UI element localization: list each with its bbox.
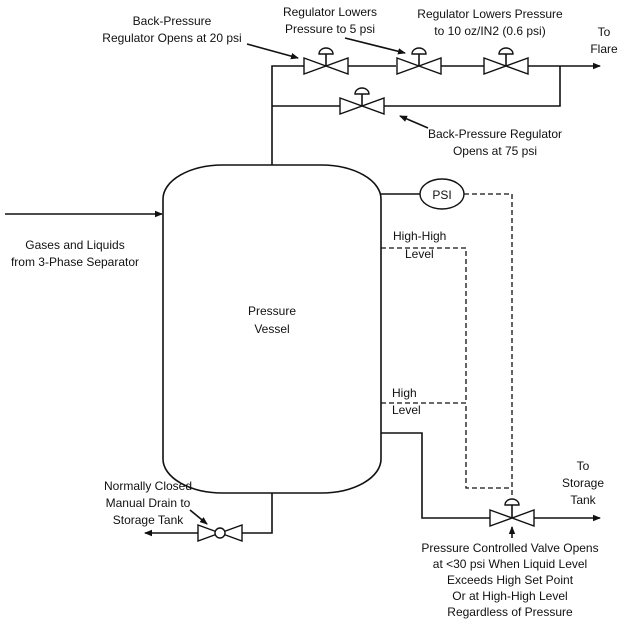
bp75-label-line-1: Back-Pressure Regulator	[428, 127, 562, 141]
valve-back-pressure-20psi	[303, 47, 349, 75]
valve-regulator-10oz	[483, 47, 529, 75]
inlet-label-line-1: Gases and Liquids	[25, 238, 124, 252]
drain-label-line-1: Normally Closed	[104, 479, 192, 493]
pcv-label-line-4: Or at High-High Level	[452, 589, 567, 603]
to-flare-label-line-1: To	[598, 25, 611, 39]
high-level-label-line-1: High	[392, 386, 417, 400]
reg5-pointer-arrow	[344, 37, 406, 55]
pcv-label-line-2: at <30 psi When Liquid Level	[433, 557, 587, 571]
high-high-level-signal-line	[381, 247, 467, 403]
bypass-return-line	[384, 66, 561, 107]
pcv-label-line-5: Regardless of Pressure	[447, 605, 573, 619]
to-storage-label-line-1: To	[577, 459, 590, 473]
valve-back-pressure-75psi	[339, 87, 385, 115]
drain-label-line-3: Storage Tank	[113, 513, 184, 527]
to-flare-label-line-2: Flare	[590, 42, 618, 56]
manual-drain-valve	[197, 524, 243, 542]
bp20-label-line-2: Regulator Opens at 20 psi	[102, 31, 241, 45]
pressure-controlled-valve	[489, 498, 535, 527]
high-level-label: High Level	[392, 386, 421, 417]
bp20-pointer-arrow	[246, 43, 299, 60]
to-storage-label-line-3: Tank	[570, 493, 596, 507]
bp75-label-line-2: Opens at 75 psi	[453, 144, 537, 158]
drain-label-line-2: Manual Drain to	[106, 496, 191, 510]
high-high-level-label-line-2: Level	[405, 247, 434, 261]
reg10-label-line-1: Regulator Lowers Pressure	[417, 7, 563, 21]
bp75-label: Back-Pressure Regulator Opens at 75 psi	[428, 127, 562, 158]
bp75-pointer-arrow	[399, 115, 429, 129]
vessel-label-line-2: Vessel	[254, 322, 289, 336]
valve-regulator-5psi	[396, 47, 442, 75]
bp20-label: Back-Pressure Regulator Opens at 20 psi	[102, 14, 241, 45]
drain-line	[242, 493, 273, 534]
reg5-label-line-2: Pressure to 5 psi	[285, 22, 375, 36]
vessel-label: Pressure Vessel	[248, 304, 296, 336]
inlet-label-line-2: from 3-Phase Separator	[11, 255, 139, 269]
high-level-label-line-2: Level	[392, 403, 421, 417]
pcv-label-line-3: Exceeds High Set Point	[447, 573, 574, 587]
reg5-label: Regulator Lowers Pressure to 5 psi	[283, 5, 377, 36]
to-flare-label: To Flare	[590, 25, 618, 56]
drain-label: Normally Closed Manual Drain to Storage …	[104, 479, 192, 527]
liquid-outlet-line	[381, 432, 490, 519]
reg10-label-line-2: to 10 oz/IN2 (0.6 psi)	[434, 24, 545, 38]
pcv-label: Pressure Controlled Valve Opens at <30 p…	[421, 541, 598, 619]
bp20-label-line-1: Back-Pressure	[133, 14, 212, 28]
high-level-signal-line	[381, 402, 512, 489]
pcv-label-line-1: Pressure Controlled Valve Opens	[421, 541, 598, 555]
gas-outlet-line	[271, 65, 304, 165]
reg5-label-line-1: Regulator Lowers	[283, 5, 377, 19]
high-high-level-label: High-High Level	[393, 229, 446, 261]
to-storage-label-line-2: Storage	[562, 476, 604, 490]
high-high-level-label-line-1: High-High	[393, 229, 446, 243]
drain-pointer-arrow	[189, 509, 208, 525]
reg10-label: Regulator Lowers Pressure to 10 oz/IN2 (…	[417, 7, 563, 38]
psi-signal-line	[464, 193, 513, 498]
inlet-label: Gases and Liquids from 3-Phase Separator	[11, 238, 139, 269]
to-storage-tank-label: To Storage Tank	[562, 459, 604, 507]
vessel-label-line-1: Pressure	[248, 304, 296, 318]
psi-gauge-label: PSI	[432, 188, 451, 202]
